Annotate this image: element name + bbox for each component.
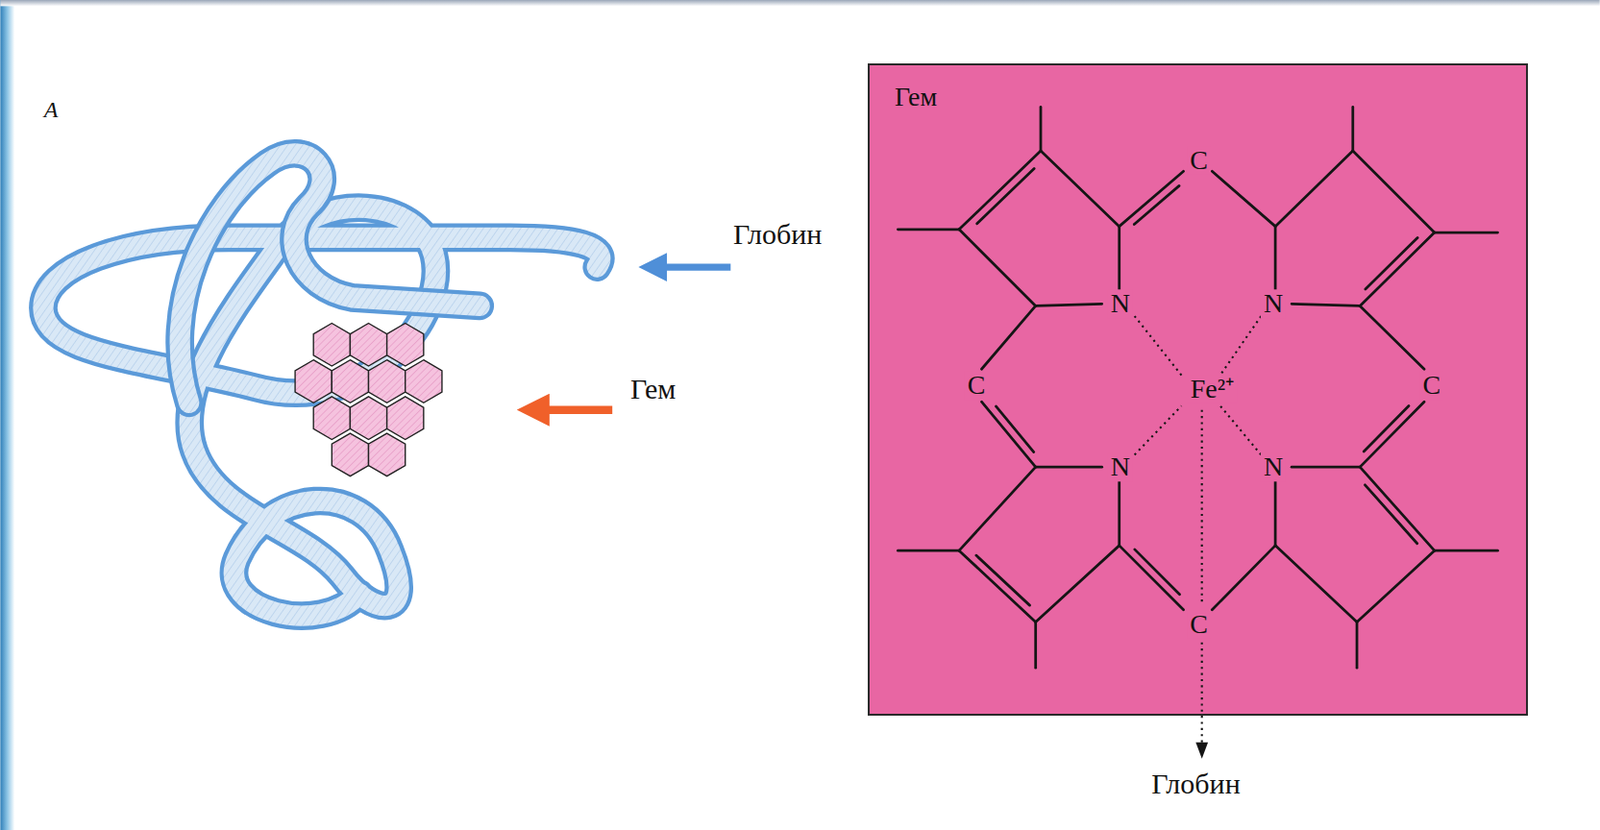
- bond-line: [959, 229, 1036, 307]
- hexagon: [349, 322, 387, 367]
- heme-hexagons: [295, 322, 443, 476]
- bond-line: [1365, 485, 1418, 544]
- bond-line: [959, 150, 1041, 230]
- bond-line: [1274, 481, 1278, 546]
- coordination-bond: [1220, 405, 1261, 455]
- bond-line: [1356, 550, 1435, 622]
- bond-line: [1274, 226, 1278, 292]
- hexagon: [295, 360, 332, 404]
- hexagon: [349, 396, 387, 441]
- bond-line: [1359, 467, 1434, 551]
- slide-top: [0, 0, 1600, 6]
- bond-line: [1119, 545, 1184, 611]
- bond-line: [1291, 466, 1360, 469]
- hexagon: [331, 433, 369, 477]
- bond-line: [995, 406, 1034, 453]
- bond-line: [1434, 231, 1499, 235]
- bond-line: [1353, 150, 1435, 233]
- bond-line: [977, 168, 1034, 223]
- bond-line: [1035, 466, 1103, 469]
- hexagon: [313, 396, 350, 441]
- atom-label: Fe²⁺: [1187, 374, 1237, 403]
- bond-line: [1035, 545, 1120, 623]
- coordination-bond: [1201, 642, 1204, 743]
- hexagon: [387, 396, 424, 441]
- bond-line: [1355, 621, 1359, 668]
- bond-line: [1359, 232, 1434, 306]
- bond-line: [1359, 401, 1425, 468]
- bond-line: [1035, 303, 1103, 306]
- bond-line: [1039, 106, 1043, 151]
- bond-line: [1365, 237, 1418, 289]
- panel-title: Гем: [894, 82, 937, 113]
- heme-label: Гем: [627, 373, 679, 405]
- atom-label: N: [1107, 290, 1133, 319]
- bond-line: [1434, 549, 1499, 553]
- atom-label: N: [1260, 290, 1286, 319]
- hexagon: [387, 322, 424, 367]
- bond-line: [1359, 305, 1425, 370]
- coordination-bond: [1134, 405, 1182, 455]
- globin-label: Глобин: [730, 219, 825, 250]
- heme-arrow: [542, 405, 613, 414]
- bond-line: [1117, 226, 1121, 292]
- bond-line: [1133, 185, 1180, 224]
- atom-label: N: [1107, 453, 1133, 482]
- hexagon: [369, 433, 406, 477]
- bond-line: [976, 555, 1031, 606]
- coordination-bond: [1134, 316, 1182, 376]
- hexagon: [405, 360, 443, 404]
- atom-label: C: [1186, 610, 1211, 639]
- bond-line: [1033, 621, 1037, 668]
- bond-line: [897, 549, 960, 553]
- hexagon: [313, 322, 350, 367]
- tube-outline: [179, 153, 480, 404]
- bond-line: [1291, 303, 1360, 306]
- globin-pointer: [1195, 742, 1208, 760]
- bond-line: [1275, 150, 1354, 227]
- atom-label: C: [1186, 146, 1211, 174]
- bond-line: [1363, 405, 1409, 452]
- coordination-bond: [1220, 316, 1261, 376]
- atom-label: N: [1260, 453, 1286, 482]
- globin-label: Глобин: [1148, 768, 1243, 800]
- globin-chain: [43, 153, 601, 616]
- globin-arrow: [661, 263, 731, 271]
- coordination-bond: [1201, 410, 1204, 607]
- bond-line: [981, 401, 1035, 468]
- bond-line: [1119, 171, 1184, 226]
- bond-line: [897, 227, 960, 231]
- bond-line: [1275, 545, 1357, 623]
- bond-line: [1134, 549, 1181, 595]
- hexagon: [331, 360, 369, 404]
- slide-edge: [0, 0, 15, 830]
- bond-line: [1351, 106, 1354, 151]
- tube-fill: [179, 153, 480, 404]
- bond-line: [981, 305, 1035, 370]
- bond-line: [1040, 150, 1120, 227]
- atom-label: C: [1419, 371, 1444, 400]
- atom-label: C: [964, 371, 989, 400]
- panel-letter: А: [41, 98, 62, 123]
- bond-line: [1117, 481, 1121, 546]
- bond-line: [959, 550, 1036, 622]
- bond-line: [1211, 545, 1276, 611]
- bond-line: [959, 467, 1036, 551]
- bond-line: [1211, 171, 1276, 226]
- hexagon: [369, 360, 406, 404]
